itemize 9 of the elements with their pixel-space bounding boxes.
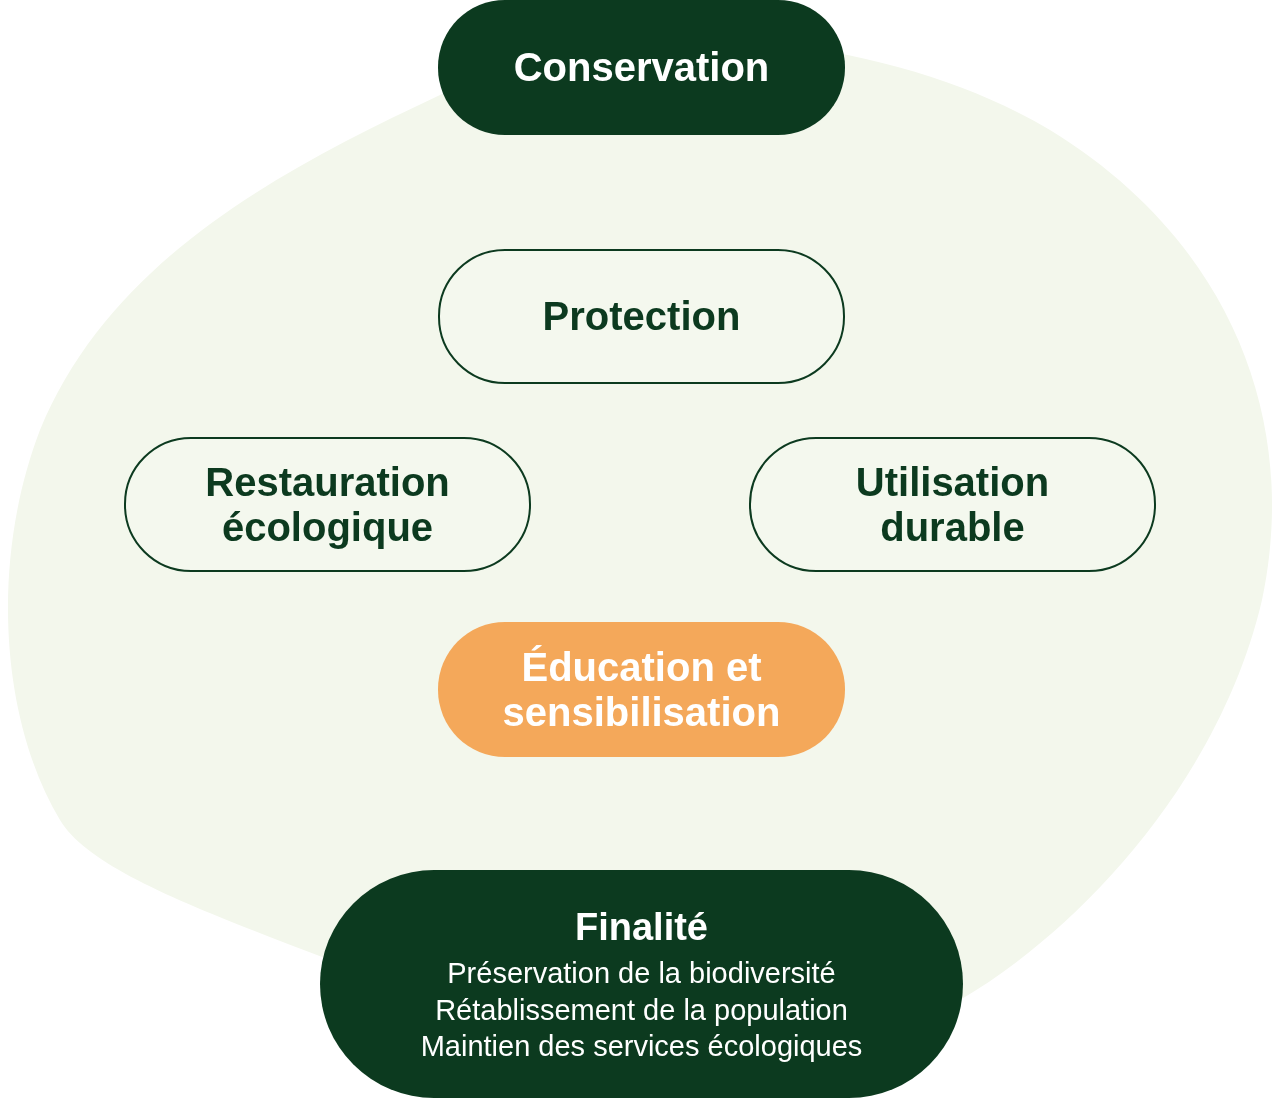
pill-label: Éducation et sensibilisation [501, 644, 782, 735]
pill-label: Conservation [513, 45, 770, 90]
goal-item: Préservation de la biodiversité [447, 956, 836, 992]
goal-item: Maintien des services écologiques [420, 1028, 863, 1064]
pill-label: Protection [542, 294, 741, 339]
goal-item: Rétablissement de la population [435, 992, 848, 1028]
pill-label: Utilisation durable [854, 459, 1051, 550]
pill-label: Restauration écologique [204, 459, 451, 550]
goal-heading: Finalité [575, 904, 708, 950]
